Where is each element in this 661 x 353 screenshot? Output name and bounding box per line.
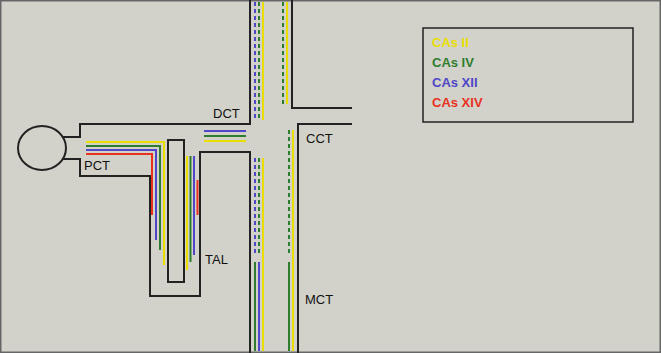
ca-xii-line <box>204 130 246 132</box>
segment-label: CCT <box>306 131 333 146</box>
legend-entry: CAs IV <box>432 55 474 70</box>
loop-septum <box>168 140 184 282</box>
segment-label: PCT <box>84 158 110 173</box>
legend-entry: CAs XII <box>432 75 478 90</box>
ca-iv-line <box>258 2 260 120</box>
ca-iv-line <box>288 130 290 255</box>
ca-xii-line <box>193 156 195 255</box>
ca-ii-line <box>286 2 288 104</box>
ca-ii-line <box>186 156 188 270</box>
outer-tubule-wall <box>63 0 250 137</box>
ca-iv-line <box>282 2 284 104</box>
legend-entry: CAs II <box>432 35 469 50</box>
ca-iv-line <box>258 158 260 255</box>
ca-iv-line <box>288 262 290 351</box>
ca-ii-line <box>262 2 264 120</box>
ca-xii-line <box>254 158 256 255</box>
legend-box <box>423 28 633 122</box>
ca-ii-line <box>262 158 264 351</box>
duct-wall <box>292 0 352 108</box>
ca-iv-line <box>190 156 192 262</box>
ca-xiv-line <box>197 180 199 215</box>
ca-iv-line <box>254 262 256 351</box>
inner-tubule-wall <box>63 152 250 353</box>
tubule-walls <box>18 0 352 353</box>
ca-ii-line <box>204 140 246 142</box>
glomerulus-capsule <box>18 126 66 170</box>
segment-label: DCT <box>213 106 240 121</box>
segment-label: MCT <box>305 292 333 307</box>
ca-ii-line <box>292 130 294 351</box>
ca-iv-line <box>204 135 246 137</box>
ca-xii-line <box>258 262 260 351</box>
duct-wall <box>298 124 352 353</box>
legend-entry: CAs XIV <box>432 95 483 110</box>
segment-label: TAL <box>205 252 228 267</box>
ca-xii-line <box>254 2 256 120</box>
